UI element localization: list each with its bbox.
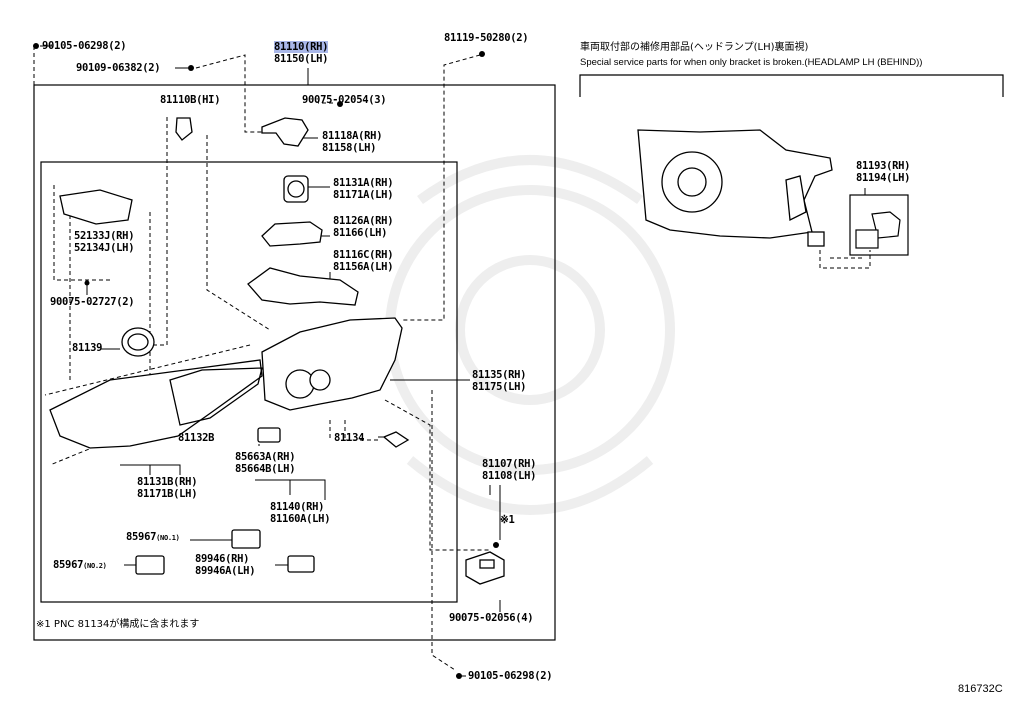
label-note-mark: ※1 bbox=[500, 514, 515, 526]
headlamp-rear-view bbox=[637, 129, 833, 247]
bolt-icon bbox=[337, 101, 343, 107]
bracket-81116c bbox=[247, 267, 359, 306]
diagram-code: 816732C bbox=[958, 683, 1003, 695]
label-81116c[interactable]: 81116C(RH)81156A(LH) bbox=[333, 249, 394, 273]
bracket-81126a bbox=[261, 221, 323, 247]
module-89946 bbox=[287, 555, 315, 573]
housing-81135 bbox=[261, 317, 403, 411]
bolt-icon bbox=[456, 673, 462, 679]
module-85967-no1 bbox=[231, 529, 261, 549]
bolt-icon bbox=[479, 51, 485, 57]
label-81132b[interactable]: 81132B bbox=[178, 432, 215, 444]
inner-frame bbox=[40, 161, 458, 603]
bracket-81194 bbox=[855, 229, 879, 249]
service-parts-box bbox=[849, 194, 909, 256]
gasket-81134 bbox=[382, 431, 410, 448]
label-81139[interactable]: 81139 bbox=[72, 342, 103, 354]
bolt-icon bbox=[84, 280, 90, 286]
label-81107[interactable]: 81107(RH)81108(LH) bbox=[482, 458, 537, 482]
watermark-emblem bbox=[385, 155, 675, 515]
label-89946[interactable]: 89946(RH)89946A(LH) bbox=[195, 553, 256, 577]
label-81118a[interactable]: 81118A(RH)81158(LH) bbox=[322, 130, 383, 154]
label-81110b[interactable]: 81110B(HI) bbox=[160, 94, 221, 106]
label-90109[interactable]: 90109-06382(2) bbox=[76, 62, 161, 74]
gasket-81132b bbox=[169, 367, 263, 426]
label-81126a[interactable]: 81126A(RH)81166(LH) bbox=[333, 215, 394, 239]
bolt-icon bbox=[33, 43, 39, 49]
label-81134[interactable]: 81134 bbox=[334, 432, 365, 444]
label-90075-02054[interactable]: 90075-02054(3) bbox=[302, 94, 387, 106]
service-note-japanese: 車両取付部の補修用部品(ヘッドランプ(LH)裏面視) bbox=[580, 42, 809, 53]
bulb-81110b bbox=[175, 117, 193, 141]
label-90105-bottom[interactable]: 90105-06298(2) bbox=[468, 670, 553, 682]
label-81193[interactable]: 81193(RH)81194(LH) bbox=[856, 160, 911, 184]
label-81150-lh[interactable]: 81150(LH) bbox=[274, 53, 329, 65]
label-85967-no2[interactable]: 85967(NO.2) bbox=[53, 559, 107, 571]
label-90105-top[interactable]: 90105-06298(2) bbox=[42, 40, 127, 52]
module-85663a bbox=[257, 427, 281, 443]
bolt-icon bbox=[493, 542, 499, 548]
label-81140[interactable]: 81140(RH)81160A(LH) bbox=[270, 501, 331, 525]
label-81131a[interactable]: 81131A(RH)81171A(LH) bbox=[333, 177, 394, 201]
label-90075-02056[interactable]: 90075-02056(4) bbox=[449, 612, 534, 624]
service-bracket-line bbox=[579, 74, 1004, 97]
label-85663a[interactable]: 85663A(RH)85664B(LH) bbox=[235, 451, 296, 475]
part-drawings bbox=[49, 117, 505, 585]
label-52133j[interactable]: 52133J(RH)52134J(LH) bbox=[74, 230, 135, 254]
label-81110-rh[interactable]: 81110(RH) bbox=[274, 41, 329, 53]
label-81119[interactable]: 81119-50280(2) bbox=[444, 32, 529, 44]
label-85967-no1[interactable]: 85967(NO.1) bbox=[126, 531, 180, 543]
footnote: ※1 PNC 81134が構成に含まれます bbox=[36, 619, 200, 630]
label-81110-main[interactable]: 81110(RH) 81150(LH) bbox=[274, 41, 329, 65]
headlamp-lens bbox=[49, 359, 263, 449]
service-note-english: Special service parts for when only brac… bbox=[580, 57, 923, 68]
label-81135[interactable]: 81135(RH)81175(LH) bbox=[472, 369, 527, 393]
module-85967-no2 bbox=[135, 555, 165, 575]
label-81131b[interactable]: 81131B(RH)81171B(LH) bbox=[137, 476, 198, 500]
bracket-52133j bbox=[59, 189, 133, 225]
bolt-icon bbox=[188, 65, 194, 71]
label-90075-02727[interactable]: 90075-02727(2) bbox=[50, 296, 135, 308]
bracket-81118a bbox=[261, 117, 309, 147]
